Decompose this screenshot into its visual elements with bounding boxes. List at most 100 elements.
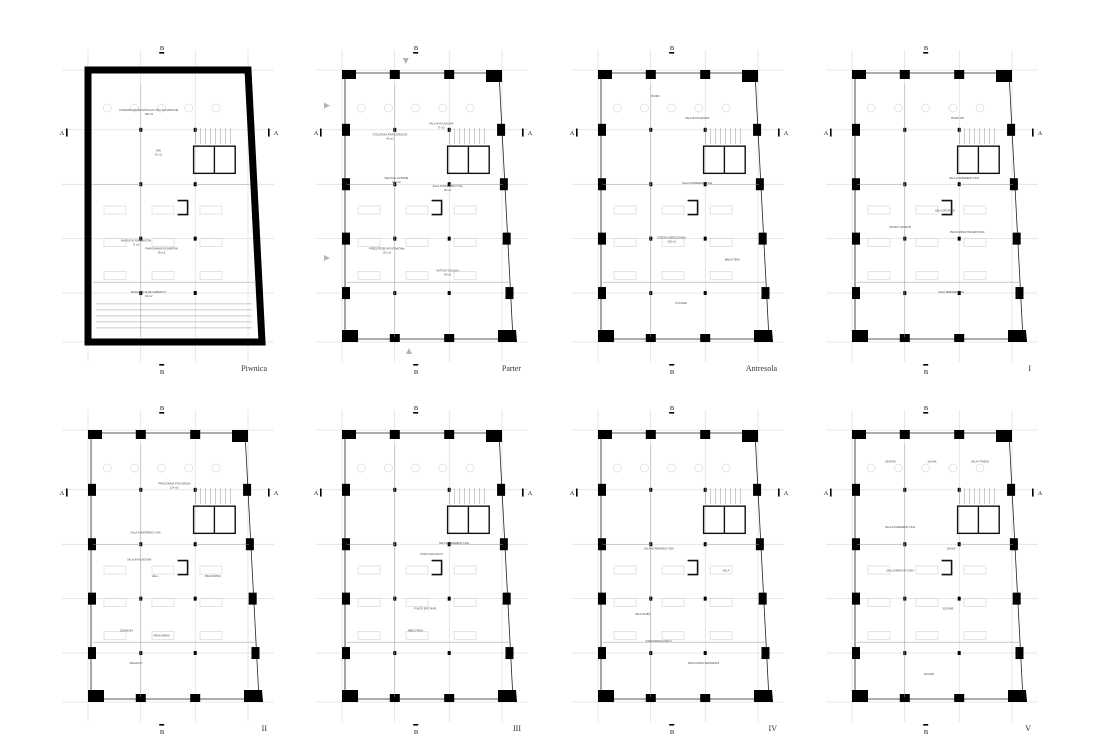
wall-pier: [899, 70, 910, 79]
wall-pier: [342, 538, 350, 551]
section-label-b-top: B: [924, 405, 929, 412]
furniture: [357, 238, 381, 247]
wall-pier: [761, 647, 770, 660]
section-mark-a-right: [1032, 488, 1034, 497]
floor-label: Piwnica: [241, 364, 267, 373]
furniture: [453, 271, 477, 280]
furniture: [405, 205, 429, 215]
section-mark-a-right: [522, 128, 524, 137]
furniture: [199, 598, 223, 607]
section-mark-a-left: [320, 128, 322, 137]
furniture: [453, 598, 477, 607]
furniture: [963, 205, 987, 215]
column: [703, 127, 707, 132]
wall-pier: [852, 647, 860, 660]
section-label-a-right: A: [1038, 490, 1043, 497]
room-name: SALA KONFERENCYJNA: [644, 547, 674, 551]
furniture: [151, 598, 175, 607]
wall-pier: [502, 592, 511, 605]
section-mark-b-bottom: [159, 724, 165, 726]
furniture-round: [894, 463, 903, 473]
wall-pier: [1012, 592, 1021, 605]
furniture: [199, 205, 223, 215]
corner-pier: [598, 330, 614, 342]
wall-pier: [1012, 232, 1021, 245]
furniture-round: [438, 103, 448, 113]
furniture: [103, 565, 127, 575]
wall-pier: [598, 70, 612, 79]
corner-pier: [232, 430, 248, 442]
room-name: SALA FITNESS: [971, 460, 989, 464]
furniture-round: [894, 103, 903, 113]
furniture-round: [721, 463, 731, 473]
section-mark-b-bottom: [669, 364, 675, 366]
wall-pier: [190, 694, 201, 702]
furniture: [357, 565, 381, 575]
furniture: [867, 271, 891, 280]
wall-pier: [645, 694, 656, 702]
room-name: BIBLIOTEKA: [408, 628, 423, 632]
corner-pier: [852, 330, 868, 342]
room-area: 71 m2: [132, 242, 140, 246]
furniture: [199, 271, 223, 280]
wall-pier: [389, 430, 400, 439]
room-name: SPA: [156, 149, 161, 153]
room-name: SALA KONFERENCYJNA: [439, 541, 469, 545]
furniture: [709, 205, 733, 215]
wall-pier: [598, 232, 606, 245]
column: [957, 651, 961, 656]
furniture: [103, 205, 127, 215]
room-name: SALA SEMINARYJNA: [938, 290, 964, 294]
furniture-round: [866, 463, 876, 473]
room-name: STUDIO NAGRAŃ: [889, 225, 911, 229]
room-area: 138 m2: [667, 240, 676, 244]
section-mark-b-top: [159, 52, 165, 54]
room-name: HALL: [152, 574, 159, 578]
room-area: 77 m2: [438, 125, 446, 129]
section-mark-a-right: [268, 488, 270, 497]
wall-pier: [88, 483, 96, 496]
elevator: [431, 199, 443, 216]
wall-pier: [645, 334, 656, 342]
section-label-a-right: A: [274, 130, 279, 137]
entrance-marker: [324, 254, 330, 261]
section-label-b-bottom: B: [670, 729, 675, 736]
room-name: SZATNIA: [885, 460, 896, 464]
furniture-round: [411, 463, 420, 473]
room-name: PRACOWNIA: [154, 634, 170, 638]
column: [193, 596, 197, 601]
room-name: SZATNIE: [943, 607, 954, 611]
column: [703, 651, 707, 656]
room-name: SALA KONFERENCYJNA: [949, 176, 979, 180]
furniture: [405, 238, 429, 247]
section-label-a-left: A: [60, 130, 65, 137]
wall-pier: [251, 647, 260, 660]
section-label-a-right: A: [784, 130, 789, 137]
furniture: [357, 271, 381, 280]
furniture: [963, 238, 987, 247]
section-mark-b-bottom: [923, 724, 929, 726]
furniture-round: [211, 463, 221, 473]
room-name: MAGAZYN: [130, 661, 143, 665]
column: [447, 236, 451, 241]
furniture-round: [130, 463, 139, 473]
room-name: WEJŚCIE GŁÓWNE: [385, 175, 409, 180]
wall-pier: [444, 694, 455, 702]
column: [193, 487, 197, 492]
furniture: [453, 565, 477, 575]
furniture: [915, 598, 939, 607]
wall-pier: [899, 430, 910, 439]
wall-pier: [444, 430, 455, 439]
wall-pier: [954, 70, 965, 79]
wall-pier: [598, 592, 606, 605]
furniture-round: [411, 103, 420, 113]
wall-pier: [497, 123, 506, 136]
wall-pier: [700, 694, 711, 702]
wall-pier: [852, 592, 860, 605]
room-name: STREFA ODPOCZYNKU: [657, 236, 686, 240]
